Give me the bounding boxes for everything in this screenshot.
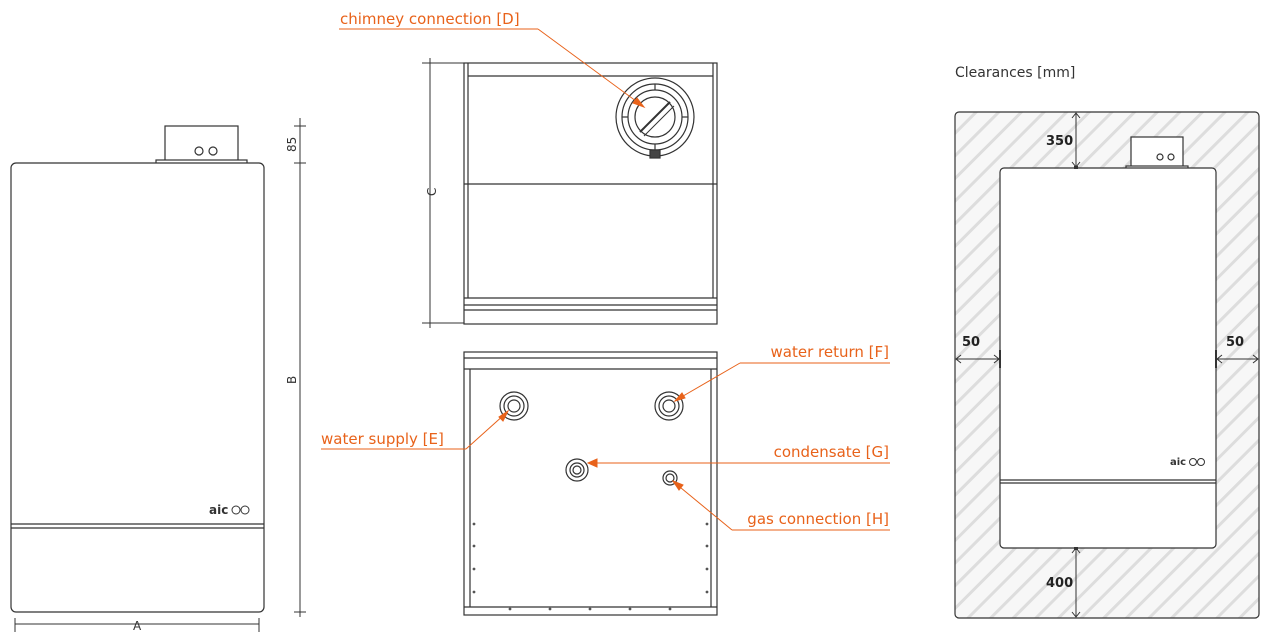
front-logo-mark-icon [231,505,250,515]
dimension-b-label: B [285,376,299,384]
clearance-logo-mark-icon [1189,458,1205,466]
bottom-view [463,351,718,616]
callout-leaders [321,28,890,531]
water-return-connection [654,391,684,421]
water-supply-connection [499,391,529,421]
clearance-bottom-value: 400 [1046,576,1073,591]
flue-outlet-hole-left [194,146,204,156]
flue-outlet [164,125,239,164]
clearance-logo: aic [1170,457,1186,468]
dimension-c-label: C [425,188,439,196]
front-view [10,118,306,632]
clearance-top-value: 350 [1046,134,1073,149]
dimension-85-label: 85 [285,137,299,152]
flue-outlet-hole-right [208,146,218,156]
clearance-boiler [956,113,1258,617]
top-view [422,58,718,328]
dimension-a-label: A [133,619,142,633]
bottom-view-fixing-dots [472,522,709,611]
callout-condensate: condensate [G] [774,443,889,461]
callout-chimney-connection: chimney connection [D] [340,10,520,28]
condensate-connection [565,458,589,482]
clearance-left-value: 50 [962,335,980,350]
callout-water-return: water return [F] [771,343,889,361]
gas-connection [662,470,678,486]
callout-water-supply: water supply [E] [321,430,444,448]
front-logo: aic [209,503,228,517]
clearance-tick-marks [999,166,1217,550]
chimney-connection [615,77,695,159]
callout-gas-connection: gas connection [H] [747,510,889,528]
clearances-title: Clearances [mm] [955,65,1075,81]
boiler-body [10,162,265,613]
clearance-right-value: 50 [1226,335,1244,350]
